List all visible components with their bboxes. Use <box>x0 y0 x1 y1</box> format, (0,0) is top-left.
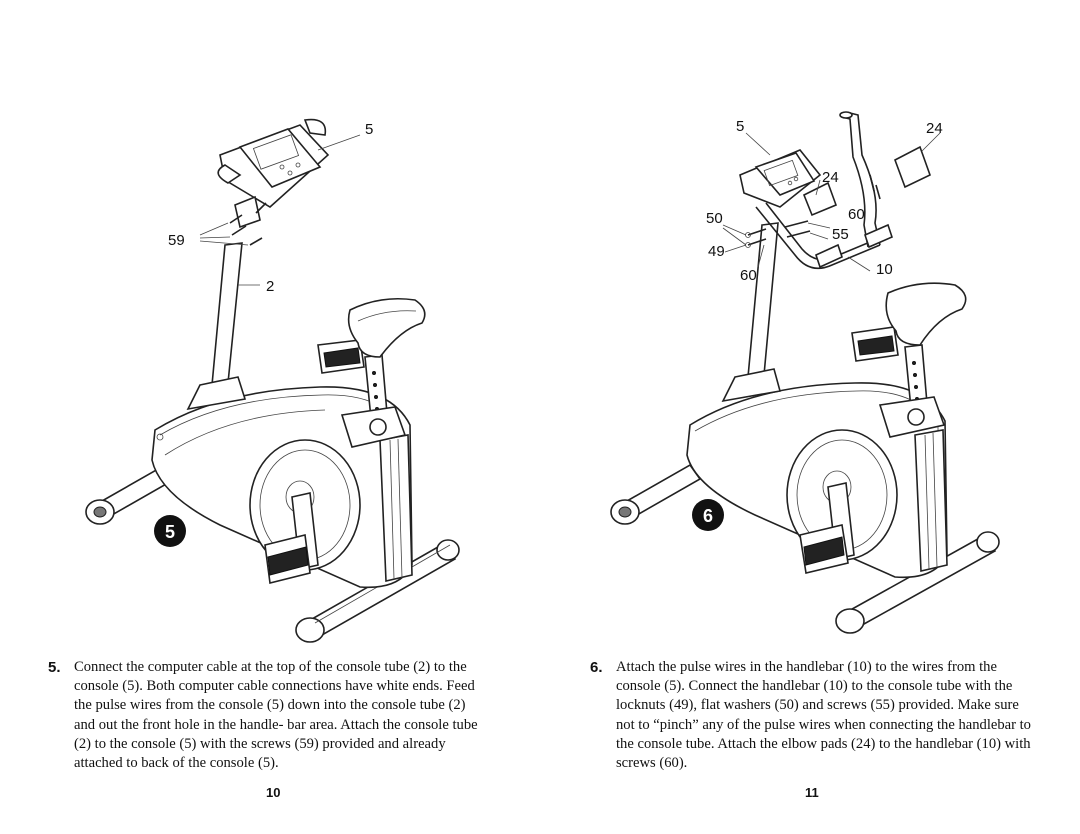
callout-screws-60-lower: 60 <box>740 267 757 284</box>
seat-assembly <box>340 297 426 448</box>
bike-illustration-step-6: 5 24 24 50 60 55 49 10 60 6 <box>610 111 1000 634</box>
callout-console-5: 5 <box>736 118 744 135</box>
step-number: 5. <box>48 659 61 676</box>
step-badge: 6 <box>692 499 724 531</box>
callout-screws-60-upper: 60 <box>848 206 865 223</box>
console-tube <box>186 242 247 411</box>
callout-elbow-pads-24: 24 <box>822 169 839 186</box>
console-bracket-and-screws <box>229 195 267 246</box>
front-stabilizer <box>295 539 460 643</box>
step-badge: 5 <box>154 515 186 547</box>
page-number-right: 11 <box>805 785 819 800</box>
console <box>217 118 330 208</box>
seat-assembly <box>878 282 967 438</box>
callout-console-tube-2: 2 <box>266 278 274 295</box>
step-text: Attach the pulse wires in the handlebar … <box>616 659 1031 772</box>
crank-and-pedals <box>799 326 899 574</box>
callout-elbow-pads-24-top: 24 <box>926 120 943 137</box>
crank-and-pedals <box>264 339 365 584</box>
step-number: 6. <box>590 659 603 676</box>
instruction-step-5: 5. Connect the computer cable at the top… <box>48 658 488 773</box>
step-badge-number: 6 <box>703 506 713 526</box>
callout-locknuts-49: 49 <box>708 243 725 260</box>
figure-step-6: 5 24 24 50 60 55 49 10 60 6 <box>580 95 1040 655</box>
handlebar <box>755 111 931 270</box>
leader-lines <box>199 134 361 286</box>
leader-lines <box>722 132 941 272</box>
step-text: Connect the computer cable at the top of… <box>74 659 478 772</box>
rear-stabilizer <box>85 463 177 525</box>
console-tube <box>721 222 782 403</box>
callout-screws-59: 59 <box>168 232 185 249</box>
instruction-step-6: 6. Attach the pulse wires in the handleb… <box>590 658 1040 773</box>
rear-stabilizer <box>610 463 702 525</box>
step-badge-number: 5 <box>165 522 175 542</box>
figure-step-5: 5 59 2 5 <box>60 95 500 655</box>
callout-handlebar-10: 10 <box>876 261 893 278</box>
bike-illustration-step-5: 5 59 2 5 <box>85 118 460 643</box>
callout-console-5: 5 <box>365 121 373 138</box>
callout-washers-50: 50 <box>706 210 723 227</box>
callout-screws-55: 55 <box>832 226 849 243</box>
page-number-left: 10 <box>266 785 281 800</box>
console <box>739 149 822 208</box>
